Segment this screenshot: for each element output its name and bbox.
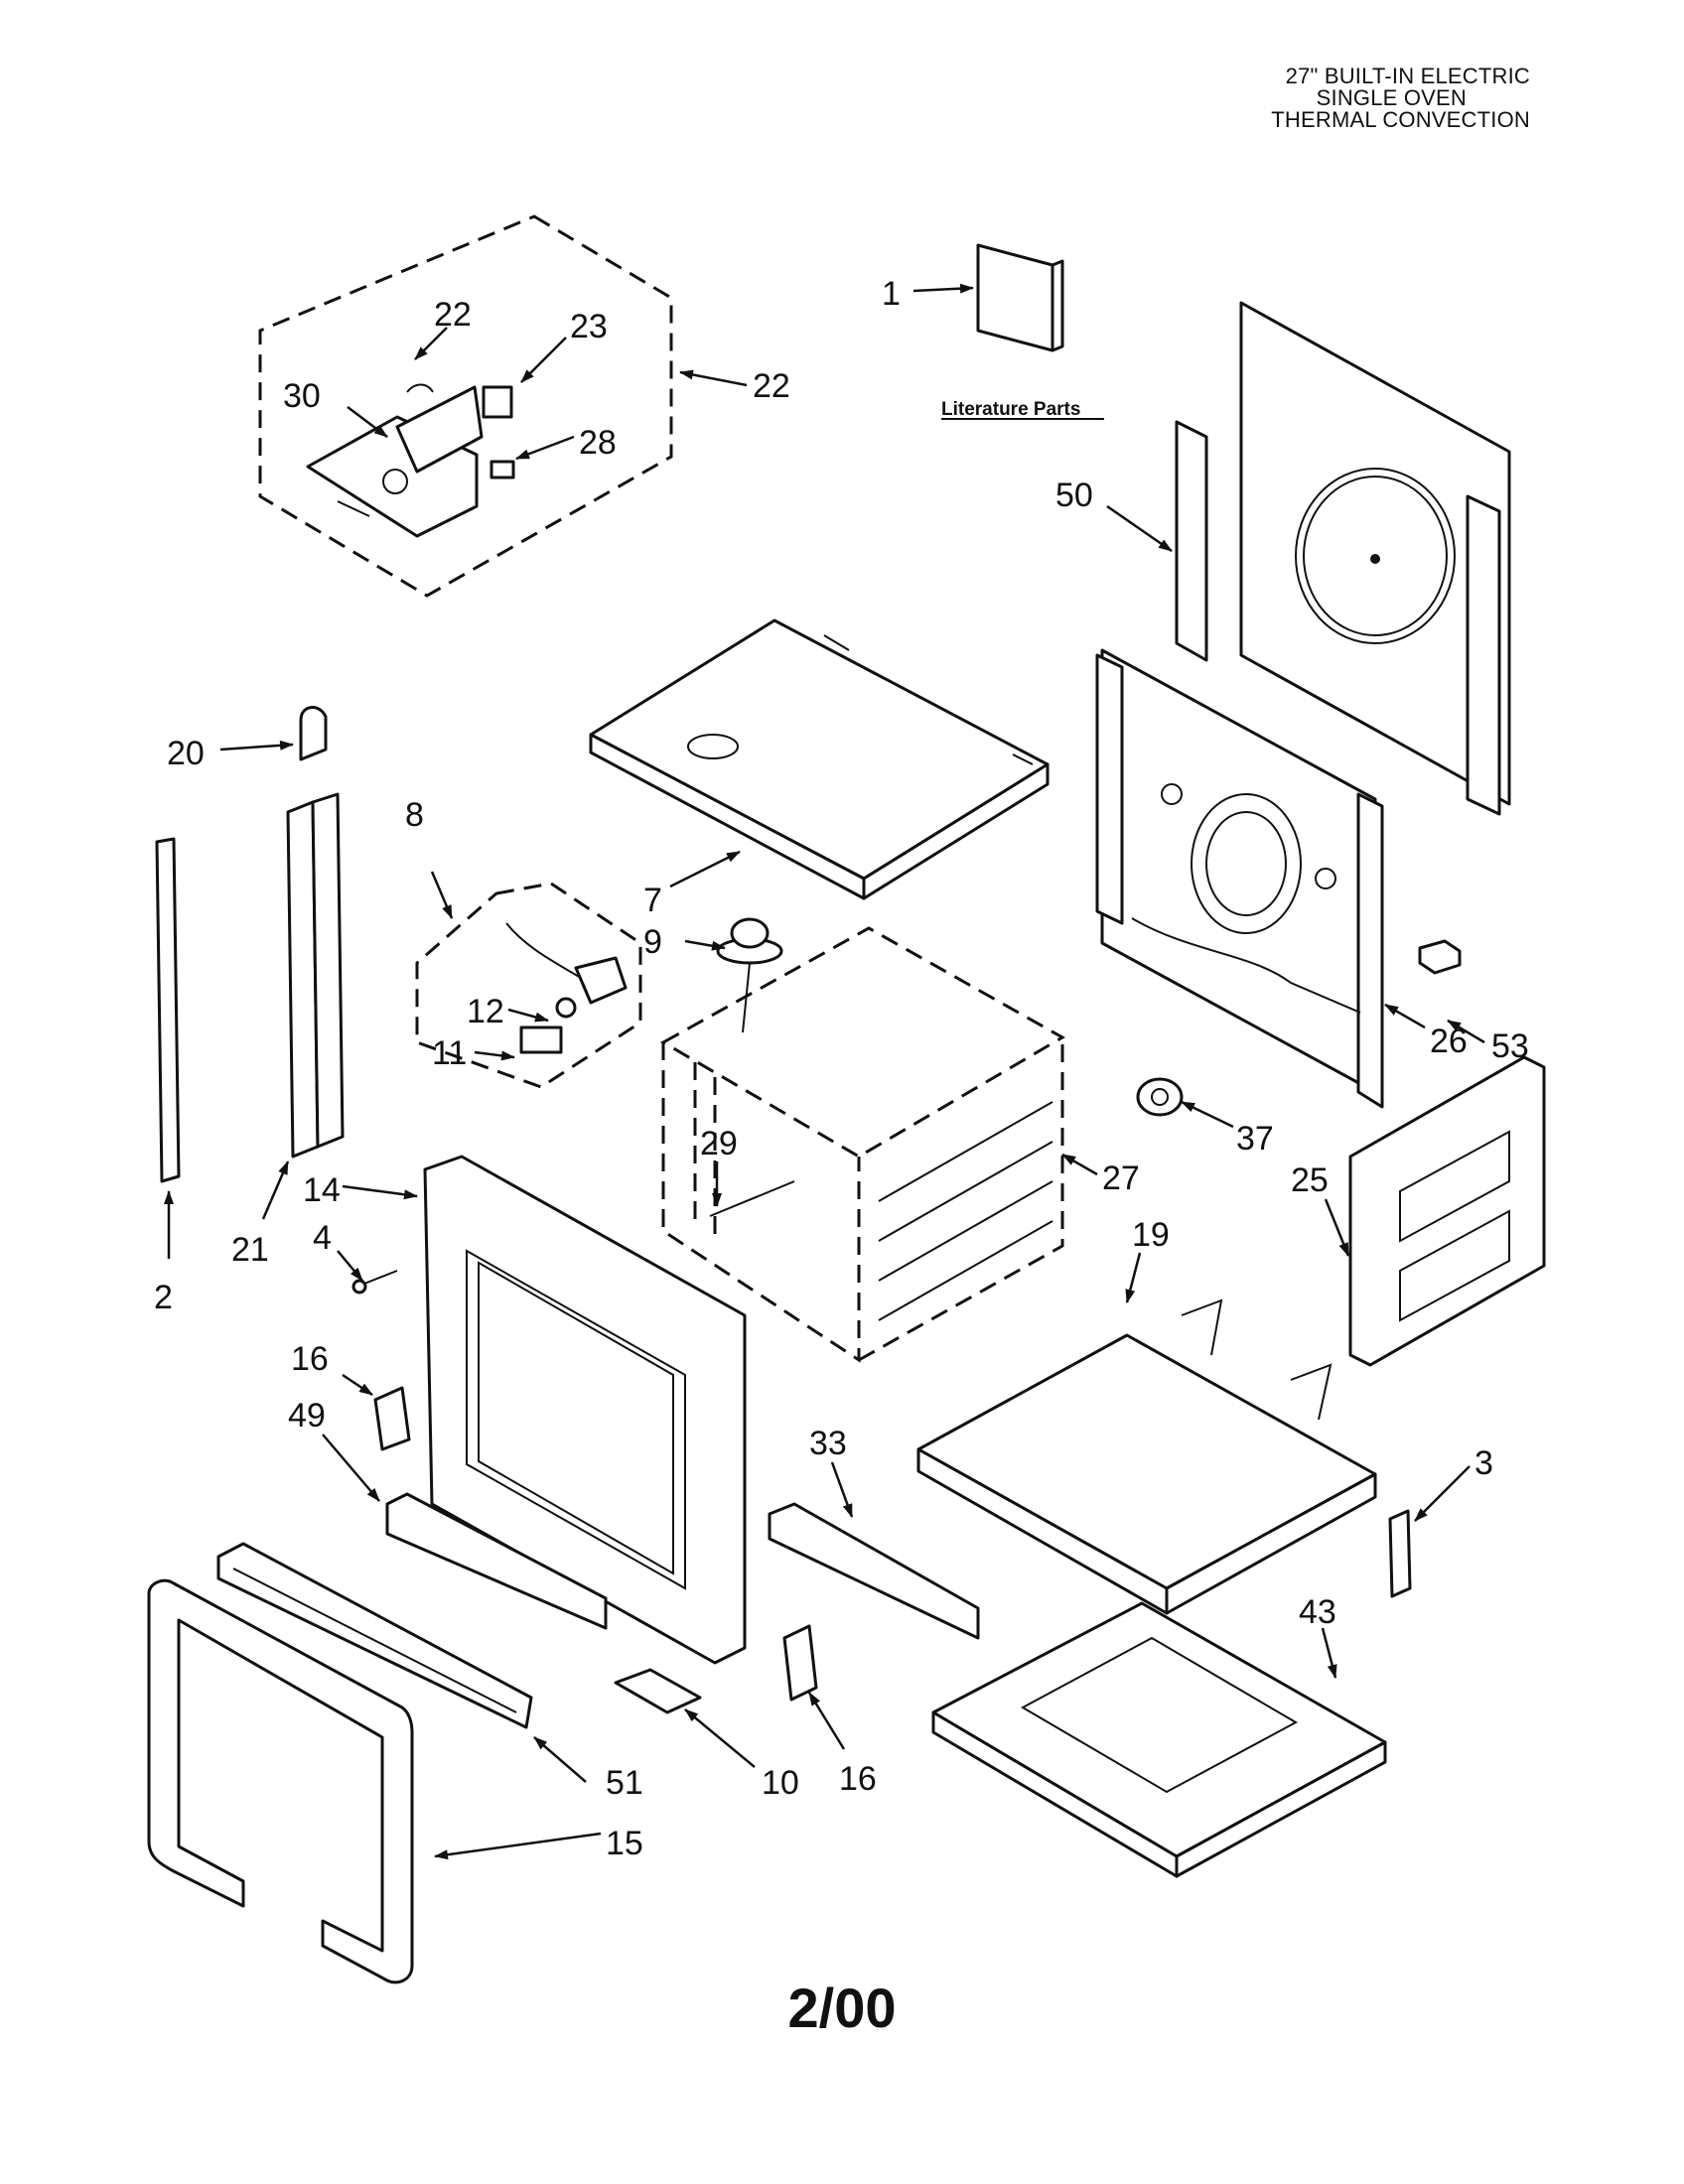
leader-lines	[164, 283, 1485, 1860]
callout-21: 21	[231, 1231, 269, 1269]
callout-15: 15	[606, 1825, 643, 1862]
callout-4: 4	[313, 1219, 332, 1257]
door-gasket	[147, 1578, 414, 1984]
callout-23: 23	[570, 308, 608, 345]
callout-7: 7	[643, 882, 662, 919]
convection-back-wall	[1095, 648, 1384, 1109]
door-bracket	[614, 1668, 702, 1714]
front-frame	[423, 1155, 747, 1665]
hinge-bracket-right	[782, 1624, 818, 1702]
callout-8: 10	[762, 1764, 799, 1802]
trim-cap	[299, 706, 328, 761]
base-pan	[931, 1601, 1387, 1878]
callout-16-right: 16	[839, 1760, 877, 1798]
callout-22: 22	[753, 367, 790, 405]
literature-label: Literature Parts	[941, 399, 1080, 420]
bottom-plate	[916, 1298, 1377, 1615]
screw	[351, 1270, 398, 1295]
callout-19: 19	[1132, 1216, 1170, 1254]
thermal-fuse	[1136, 1077, 1184, 1117]
callout-numbers: 1 22 23 22 30 28 50 20 8 7 9 12 11 53 26…	[154, 275, 1529, 1862]
callout-16-left: 16	[291, 1340, 329, 1378]
callout-1: 1	[882, 275, 901, 313]
callout-37: 37	[1236, 1120, 1274, 1158]
oven-cavity	[659, 926, 1066, 1363]
callout-24: 22	[434, 296, 472, 334]
callout-49: 49	[288, 1397, 326, 1434]
oven-top-panel	[589, 618, 1050, 900]
callout-25: 25	[1291, 1161, 1329, 1199]
corner-bracket	[1388, 1509, 1412, 1598]
side-panel	[1348, 1055, 1546, 1367]
left-trim-strip	[155, 837, 181, 1183]
header-line-2: SINGLE OVEN	[1316, 85, 1467, 110]
callout-29: 29	[700, 1125, 738, 1162]
callout-14: 14	[303, 1171, 341, 1209]
callout-2: 2	[154, 1279, 173, 1316]
literature-booklet: Literature Parts	[941, 243, 1104, 420]
side-trim	[286, 792, 345, 1159]
oven-light-group	[415, 882, 642, 1089]
rear-panel	[1175, 301, 1511, 816]
hinge-bracket-left	[373, 1386, 411, 1451]
vent-trim	[216, 1542, 533, 1729]
callout-27: 27	[1102, 1160, 1140, 1197]
callout-3: 3	[1474, 1444, 1493, 1482]
sensor-rod	[709, 1180, 795, 1217]
small-bracket	[1418, 939, 1462, 975]
callout-50: 50	[1055, 477, 1093, 514]
header-line-1: 27" BUILT-IN ELECTRIC	[1285, 64, 1530, 88]
callout-43: 43	[1299, 1593, 1336, 1631]
convection-fan-motor	[716, 917, 783, 1033]
callout-53: 53	[1491, 1027, 1529, 1065]
callout-10: 11	[432, 1034, 467, 1072]
vent-strip	[385, 1492, 608, 1630]
callout-33: 33	[809, 1425, 847, 1462]
callout-11: 8	[405, 796, 424, 834]
callout-28: 28	[579, 424, 617, 462]
callout-9: 9	[643, 923, 662, 961]
callout-51: 51	[606, 1764, 643, 1802]
header-line-3: THERMAL CONVECTION	[1271, 107, 1530, 132]
callout-30: 30	[283, 377, 321, 415]
callout-26: 26	[1430, 1023, 1468, 1060]
callout-12: 12	[467, 993, 504, 1030]
callout-20: 20	[167, 735, 205, 772]
diagram-header: 27" BUILT-IN ELECTRIC SINGLE OVEN THERMA…	[1113, 66, 1530, 131]
bottom-rail	[768, 1502, 980, 1640]
control-box-group	[258, 214, 673, 598]
revision-date: 2/00	[787, 1977, 897, 2039]
